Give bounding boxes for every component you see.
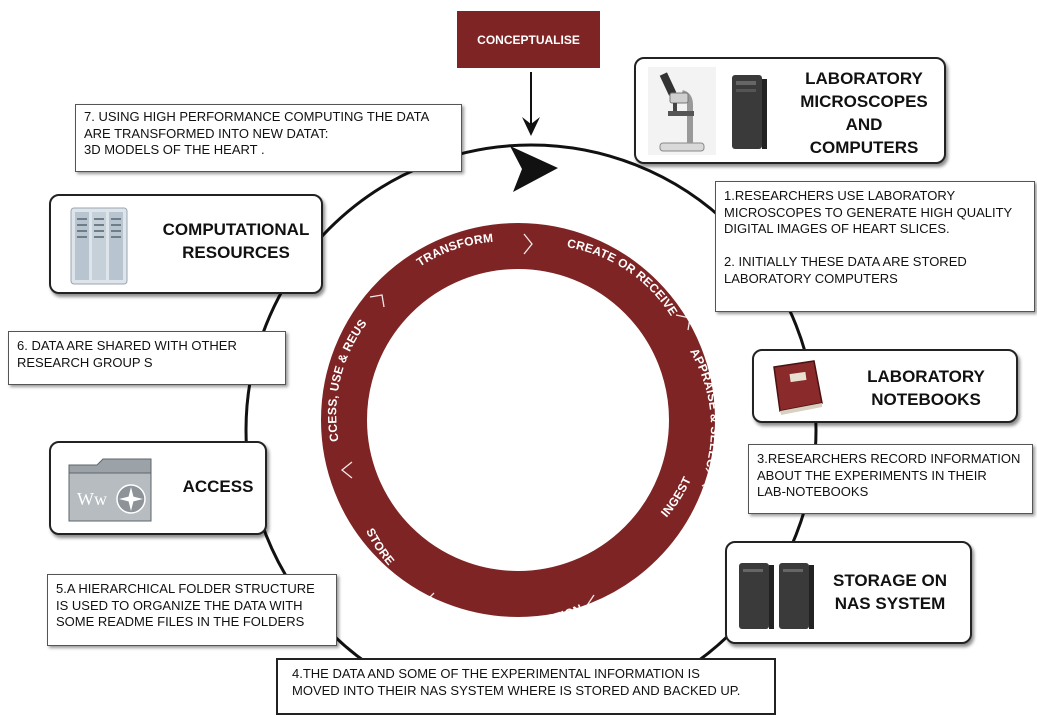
note-5-store: 5.A HIERARCHICAL FOLDER STRUCTURE IS USE… [47,574,337,646]
conceptualise-label: CONCEPTUALISE [477,32,580,47]
outer-cycle [244,143,818,715]
lifecycle-ring [321,223,715,617]
conceptualise-block: CONCEPTUALISE [457,11,600,68]
lab-microscopes-box: LABORATORY MICROSCOPES AND COMPUTERS [634,57,946,164]
chevron-icon [523,233,533,255]
note-6-access: 6. DATA ARE SHARED WITH OTHER RESEARCH G… [8,331,286,385]
chevron-icon [701,467,715,487]
lab-notebooks-title: LABORATORY NOTEBOOKS [867,367,985,409]
note-3-appraise: 3.RESEARCHERS RECORD INFORMATION ABOUT T… [748,444,1033,514]
note-4-ingest: 4.THE DATA AND SOME OF THE EXPERIMENTAL … [276,658,776,715]
computational-resources-title: COMPUTATIONAL RESOURCES [162,220,310,262]
down-arrow-head [522,117,540,136]
microscope-icon [648,67,716,155]
notebook-icon [773,360,823,415]
chevron-icon [369,294,385,308]
chevron-icon [675,314,691,331]
folder-www-glyph: Ww [77,489,107,509]
access-title: ACCESS [182,477,254,496]
chevron-icon [585,594,597,615]
note-1-2-create: 1.RESEARCHERS USE LABORATORY MICROSCOPES… [715,181,1035,312]
chevron-icon [340,461,353,479]
computer-tower-icon [732,75,767,149]
access-box: Ww ACCESS [49,441,267,535]
storage-nas-title: STORAGE ON NAS SYSTEM [833,571,947,613]
nas-server-icon [739,563,814,629]
lab-microscopes-title: LABORATORY MICROSCOPES AND COMPUTERS [800,69,928,157]
cycle-arrowhead [510,146,558,192]
lab-notebooks-box: LABORATORY NOTEBOOKS [752,349,1018,423]
chevron-icon [423,592,435,614]
computational-resources-box: COMPUTATIONAL RESOURCES [49,194,323,294]
note-7-transform: 7. USING HIGH PERFORMANCE COMPUTING THE … [75,104,462,172]
web-folder-icon: Ww [68,458,152,522]
storage-nas-box: STORAGE ON NAS SYSTEM [725,541,972,644]
server-rack-icon [70,207,128,285]
ring-chevrons [340,233,715,615]
